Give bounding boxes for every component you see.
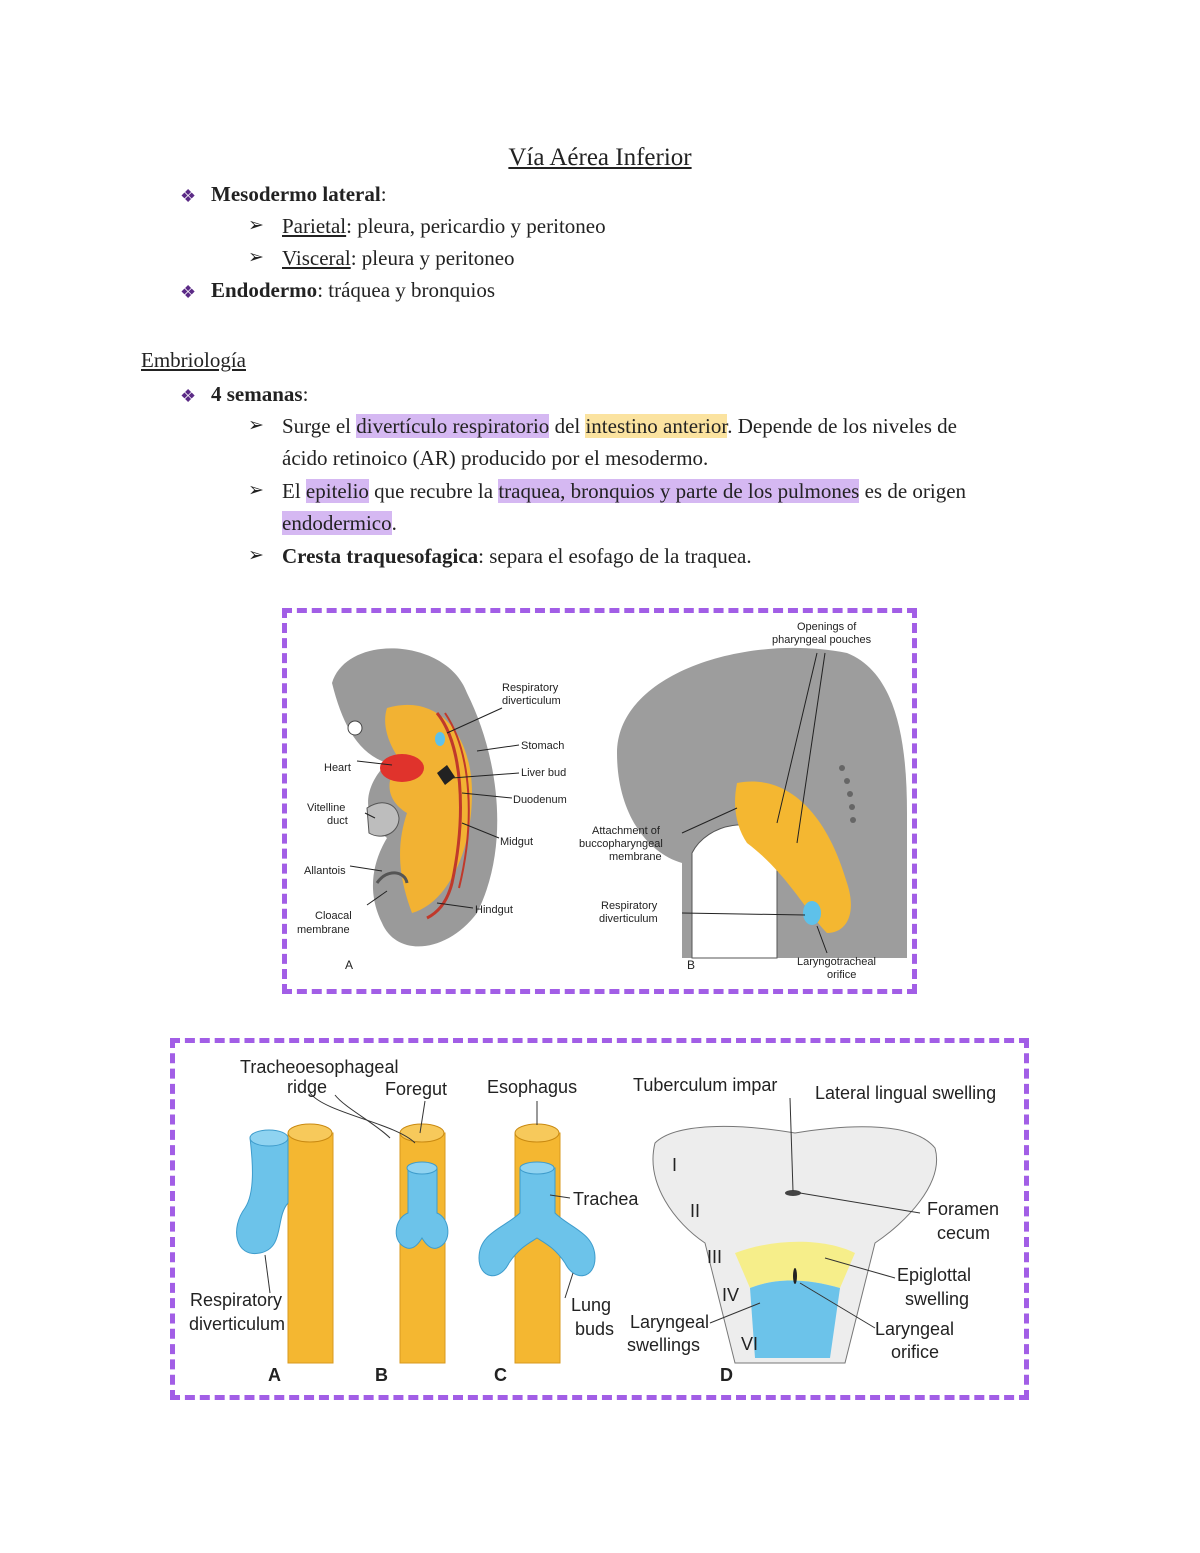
svg-text:Duodenum: Duodenum [513,794,567,806]
svg-text:Cloacal: Cloacal [315,910,352,922]
svg-text:Respiratory: Respiratory [190,1290,282,1310]
svg-text:Tracheoesophageal: Tracheoesophageal [240,1057,398,1077]
svg-text:Hindgut: Hindgut [475,904,513,916]
embryo-panel-b [617,647,907,959]
svg-text:diverticulum: diverticulum [189,1314,285,1334]
paragraph-cresta: Cresta traquesofagica: separa el esofago… [282,544,752,568]
svg-text:Liver bud: Liver bud [521,767,566,779]
paragraph-epitelio-line2: endodermico. [282,511,397,535]
leader-lines-a [349,707,520,909]
svg-text:pharyngeal pouches: pharyngeal pouches [772,634,872,646]
svg-text:Laryngeal: Laryngeal [630,1312,709,1332]
svg-text:Stomach: Stomach [521,740,564,752]
figure2-labels: Tracheoesophageal ridge Foregut Esophagu… [189,1057,999,1385]
svg-text:duct: duct [327,815,348,827]
svg-text:Attachment of: Attachment of [592,825,661,837]
svg-text:B: B [375,1365,388,1385]
svg-text:cecum: cecum [937,1223,990,1243]
svg-text:A: A [268,1365,281,1385]
svg-text:Respiratory: Respiratory [601,900,658,912]
arrow-bullet-icon: ➢ [248,415,264,436]
svg-text:A: A [345,958,353,972]
svg-text:Heart: Heart [324,762,351,774]
page-title: Vía Aérea Inferior [508,144,692,171]
trachea-illustration: Tracheoesophageal ridge Foregut Esophagu… [189,1057,999,1385]
svg-text:buds: buds [575,1319,614,1339]
figure-embryo: Respiratory diverticulum Stomach Heart L… [282,608,917,994]
arrow-bullet-icon: ➢ [248,215,264,236]
svg-text:swellings: swellings [627,1335,700,1355]
diagram-a [236,1123,334,1364]
svg-text:membrane: membrane [297,924,350,936]
leader-lines-figure2 [264,1092,921,1329]
arrow-bullet-icon: ➢ [248,480,264,501]
arrow-bullet-icon: ➢ [248,247,264,268]
list-item-parietal: Parietal: pleura, pericardio y peritoneo [282,214,606,238]
figure-trachea-development: Tracheoesophageal ridge Foregut Esophagu… [170,1038,1029,1400]
diagram-d-pharyngeal-floor [652,1125,937,1364]
svg-text:diverticulum: diverticulum [502,695,561,707]
svg-text:B: B [687,958,695,972]
svg-text:I: I [672,1155,677,1175]
svg-text:Vitelline: Vitelline [307,802,345,814]
diamond-bullet-icon: ❖ [180,186,197,206]
svg-text:buccopharyngeal: buccopharyngeal [579,838,663,850]
svg-text:orifice: orifice [891,1342,939,1362]
svg-text:Esophagus: Esophagus [487,1077,577,1097]
embryo-illustration: Respiratory diverticulum Stomach Heart L… [297,621,907,981]
svg-text:Foregut: Foregut [385,1079,447,1099]
svg-text:III: III [707,1247,722,1267]
svg-text:ridge: ridge [287,1077,327,1097]
svg-text:Foramen: Foramen [927,1199,999,1219]
svg-text:Lung: Lung [571,1295,611,1315]
svg-text:D: D [720,1365,733,1385]
svg-text:swelling: swelling [905,1289,969,1309]
svg-text:Respiratory: Respiratory [502,682,559,694]
paragraph-epitelio: El epitelio que recubre la traquea, bron… [282,479,967,503]
svg-text:orifice: orifice [827,969,856,981]
embryo-panel-a [332,648,498,947]
svg-text:IV: IV [722,1285,739,1305]
svg-text:Lateral lingual swelling: Lateral lingual swelling [815,1083,996,1103]
arrow-bullet-icon: ➢ [248,545,264,566]
list-item-endodermo: Endodermo: tráquea y bronquios [211,278,496,302]
paragraph-surge-line2: ácido retinoico (AR) producido por el me… [282,446,709,470]
leader-lines-b [681,652,828,954]
diagram-b [395,1123,449,1364]
list-item-visceral: Visceral: pleura y peritoneo [282,246,515,270]
svg-text:diverticulum: diverticulum [599,913,658,925]
list-item-mesodermo: Mesodermo lateral: [211,182,387,206]
section-heading-embriologia: Embriología [141,348,246,372]
svg-text:Openings of: Openings of [797,621,857,633]
figure1-labels: Respiratory diverticulum Stomach Heart L… [297,621,876,981]
paragraph-surge: Surge el divertículo respiratorio del in… [282,414,957,438]
diamond-bullet-icon: ❖ [180,282,197,302]
svg-text:Laryngotracheal: Laryngotracheal [797,956,876,968]
svg-text:Tuberculum impar: Tuberculum impar [633,1075,777,1095]
svg-text:VI: VI [741,1334,758,1354]
svg-text:Epiglottal: Epiglottal [897,1265,971,1285]
svg-text:membrane: membrane [609,851,662,863]
svg-text:Midgut: Midgut [500,836,533,848]
svg-text:Trachea: Trachea [573,1189,639,1209]
svg-text:C: C [494,1365,507,1385]
list-item-4-semanas: 4 semanas: [211,382,309,406]
svg-text:Laryngeal: Laryngeal [875,1319,954,1339]
svg-text:II: II [690,1201,700,1221]
svg-text:Allantois: Allantois [304,865,346,877]
diamond-bullet-icon: ❖ [180,386,197,406]
diagram-c [478,1123,596,1364]
